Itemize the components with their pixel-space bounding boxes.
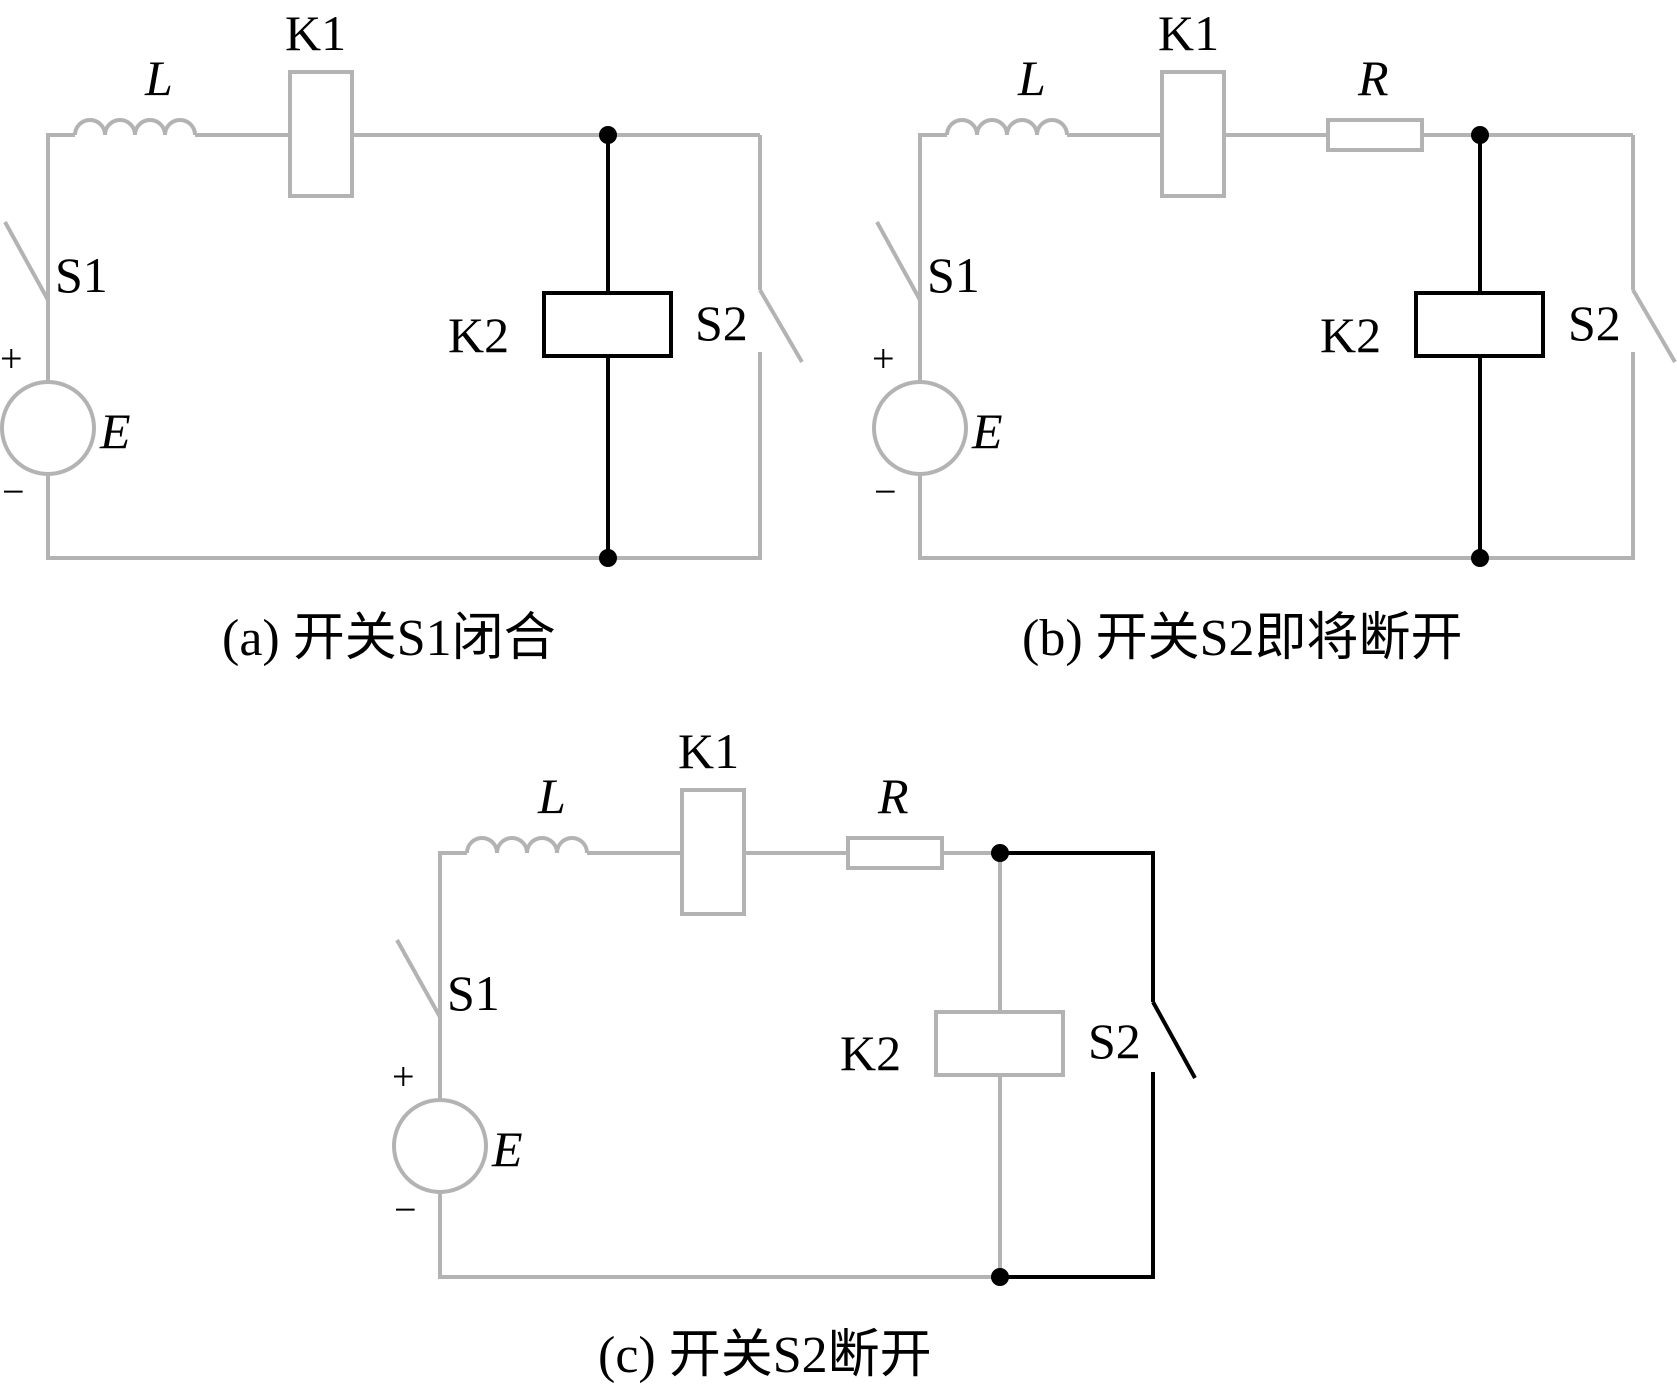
label-S2: S2	[695, 295, 748, 351]
circuit-a: L K1 S1 S2 K2 E + − (a) 开关S1闭合	[0, 5, 804, 667]
switch-S2-blade	[1151, 1001, 1197, 1079]
junction-top	[991, 844, 1009, 862]
resistor-R	[846, 836, 944, 870]
inductor-L	[73, 118, 197, 136]
label-L: L	[144, 50, 173, 106]
junction-bottom	[991, 1268, 1009, 1286]
junction-top	[599, 126, 617, 144]
source-E	[392, 1098, 488, 1194]
label-S1: S1	[927, 247, 980, 303]
relay-K1-coil	[680, 788, 746, 916]
circuit-c: L K1 R S1 S2 K2 E + − (c) 开关S2断开	[392, 723, 1197, 1384]
label-S1: S1	[447, 965, 500, 1021]
label-plus: +	[872, 336, 895, 381]
junction-bottom	[599, 549, 617, 567]
relay-K1-coil	[1160, 70, 1226, 198]
junction-top	[1471, 126, 1489, 144]
label-S1: S1	[55, 247, 108, 303]
label-plus: +	[0, 336, 23, 381]
inductor-L	[465, 836, 589, 854]
relay-K2-coil	[1414, 291, 1545, 358]
label-K2: K2	[1320, 307, 1381, 363]
label-R: R	[877, 768, 909, 824]
label-plus: +	[392, 1054, 415, 1099]
caption-a: (a) 开关S1闭合	[222, 610, 556, 667]
label-L: L	[1017, 50, 1046, 106]
caption-c: (c) 开关S2断开	[598, 1327, 932, 1384]
relay-K2-coil	[934, 1010, 1065, 1077]
label-minus: −	[2, 469, 25, 514]
resistor-R	[1326, 118, 1424, 152]
label-E: E	[99, 403, 131, 459]
switch-S2-blade	[758, 288, 804, 364]
label-K1: K1	[1158, 5, 1219, 61]
label-K2: K2	[448, 307, 509, 363]
wire-left-top	[46, 133, 75, 300]
source-E	[0, 380, 96, 476]
relay-K2-coil	[542, 291, 673, 358]
label-minus: −	[394, 1187, 417, 1232]
label-S2: S2	[1088, 1013, 1141, 1069]
label-L: L	[537, 768, 566, 824]
switch-S2-blade	[1631, 288, 1677, 364]
label-E: E	[491, 1121, 523, 1177]
label-K1: K1	[678, 723, 739, 779]
source-E	[872, 380, 968, 476]
relay-K1-coil	[288, 70, 354, 198]
junction-bottom	[1471, 549, 1489, 567]
label-K1: K1	[285, 5, 346, 61]
label-R: R	[1357, 50, 1389, 106]
caption-b: (b) 开关S2即将断开	[1022, 610, 1463, 667]
circuit-b: L K1 R S1 S2 K2 E + − (b) 开关S2即将断开	[872, 5, 1677, 667]
label-S2: S2	[1568, 295, 1621, 351]
label-E: E	[971, 403, 1003, 459]
label-minus: −	[874, 469, 897, 514]
switch-S1-blade	[395, 939, 442, 1018]
label-K2: K2	[840, 1025, 901, 1081]
switch-S1-blade	[875, 221, 922, 301]
inductor-L	[945, 118, 1069, 136]
switch-S1-blade	[3, 221, 50, 301]
